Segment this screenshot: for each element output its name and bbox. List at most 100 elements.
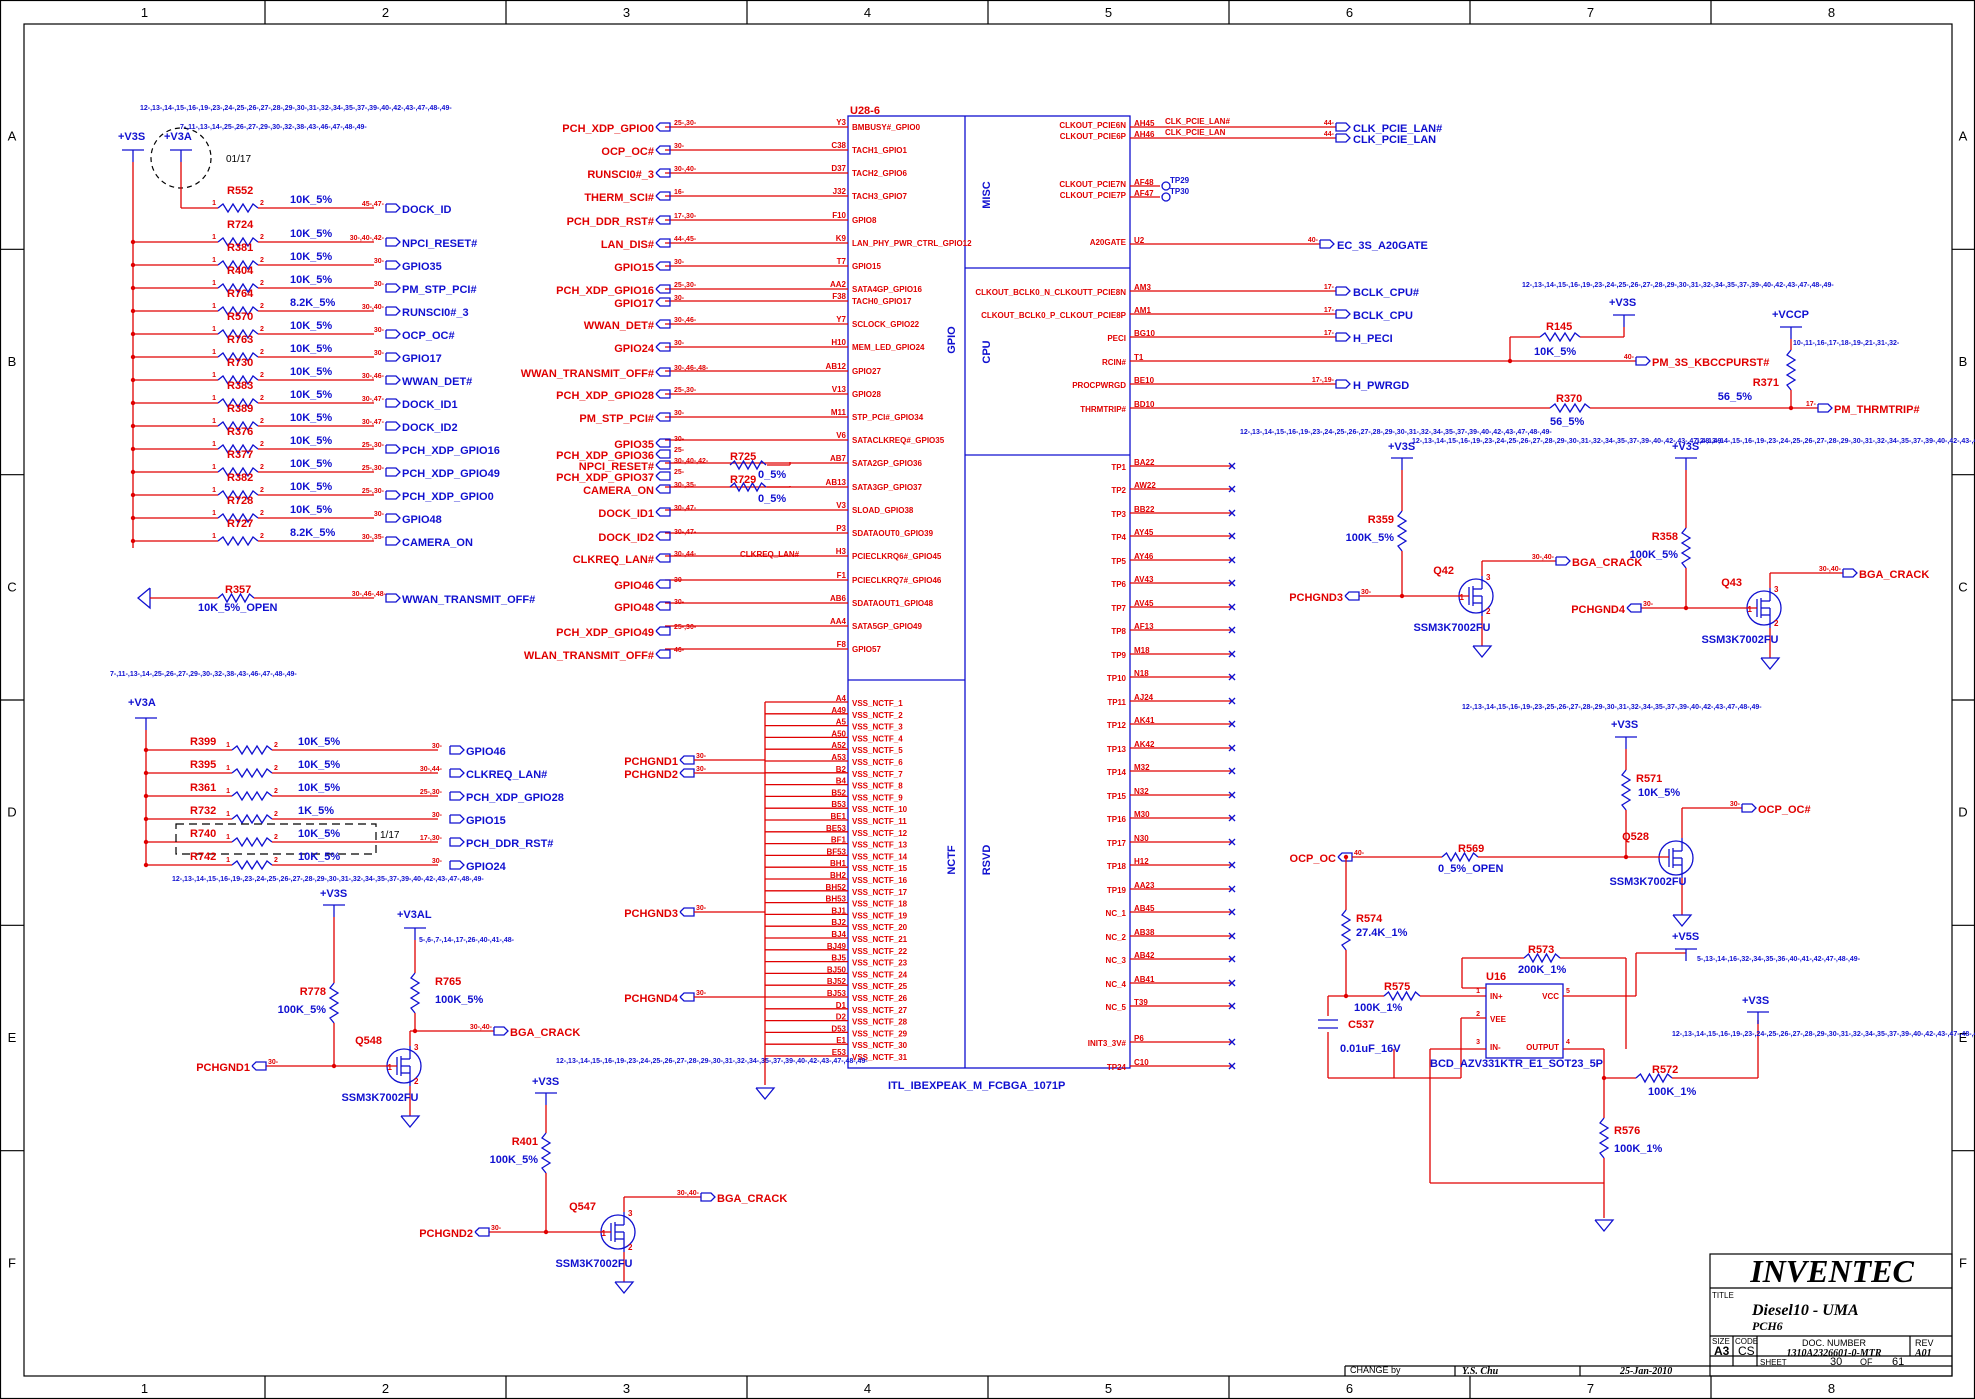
capacitor-value: 0.01uF_16V: [1340, 1043, 1401, 1055]
off-page-connector: [1626, 603, 1642, 613]
pin-name: NC_5: [1106, 1003, 1127, 1012]
net-label: PCH_XDP_GPIO0: [562, 123, 654, 135]
rev-value: A01: [1914, 1348, 1932, 1359]
net-label: CLK_PCIE_LAN#: [1353, 123, 1442, 135]
net-xref: 30-,40-: [1819, 566, 1842, 573]
resistor-value: 100K_5%: [490, 1154, 539, 1166]
resistor-ref: R573: [1528, 944, 1554, 956]
pin-name: TACH0_GPIO17: [852, 297, 912, 306]
pin-name: VSS_NCTF_15: [852, 864, 908, 873]
ic-part: ITL_IBEXPEAK_M_FCBGA_1071P: [888, 1080, 1065, 1092]
xref-list: 12-,13-,14-,15-,16-,19-,23-,24-,25-,26-,…: [172, 876, 484, 883]
pin-name: PCIECLKRQ6#_GPIO45: [852, 552, 942, 561]
off-page-connector: [655, 579, 671, 589]
pin-name: VSS_NCTF_1: [852, 699, 903, 708]
junction-dot: [130, 331, 136, 337]
resistor-ref: R395: [190, 759, 216, 771]
net-label: CLK_PCIE_LAN: [1353, 134, 1436, 146]
resistor-symbol: [217, 328, 259, 340]
pin-ball: AB41: [1134, 975, 1155, 984]
no-connect-mark: [1228, 767, 1236, 775]
net-label: WWAN_TRANSMIT_OFF#: [402, 594, 535, 606]
rail-label: +V3S: [320, 888, 347, 900]
pin-number: 1: [1476, 988, 1480, 995]
net-xref: 25-,30-: [674, 282, 697, 289]
xref-list: 12-,13-,14-,15-,16-,19-,23-,24-,25-,26-,…: [1696, 438, 1975, 445]
no-connect-mark: [1228, 814, 1236, 822]
off-page-connector: [1344, 591, 1360, 601]
pin-number: 2: [260, 418, 264, 425]
net-label: OCP_OC#: [402, 330, 455, 342]
pin-number: 1: [1460, 593, 1465, 602]
rail-label: +V3A: [164, 131, 192, 143]
resistor-value: 10K_5%: [290, 343, 332, 355]
pin-name: VSS_NCTF_2: [852, 711, 903, 720]
resistor-ref: R728: [227, 495, 253, 507]
off-page-connector: [655, 284, 671, 294]
no-connect-mark: [1228, 650, 1236, 658]
pin-ball: D37: [831, 164, 846, 173]
off-page-connector: [385, 260, 401, 270]
wire-label: CLK_PCIE_LAN#: [1165, 117, 1230, 126]
resistor-ref: R575: [1384, 981, 1410, 993]
net-xref: 30-: [674, 577, 685, 584]
pin-name: CLKOUT_PCIE7P: [1060, 191, 1127, 200]
of-label: OF: [1860, 1357, 1873, 1367]
resistor-ref: R730: [227, 357, 253, 369]
resistor-symbol: [217, 489, 259, 501]
resistor-ref: R727: [227, 518, 253, 530]
ground-symbol: [1594, 1219, 1615, 1233]
off-page-connector: [1335, 133, 1351, 143]
junction-dot: [143, 839, 149, 845]
net-label: CAMERA_ON: [402, 537, 473, 549]
net-xref: 30-,47-: [362, 396, 385, 403]
off-page-connector: [449, 814, 465, 824]
no-connect-mark: [1228, 556, 1236, 564]
test-point: [1161, 181, 1171, 191]
pin-number: 2: [628, 1243, 633, 1252]
resistor-value: 0_5%: [758, 469, 786, 481]
no-connect-mark: [1228, 1038, 1236, 1046]
off-page-connector: [1741, 803, 1757, 813]
off-page-connector: [679, 992, 695, 1002]
size-label: SIZE: [1712, 1337, 1730, 1346]
net-label: PCH_XDP_GPIO36: [556, 450, 654, 462]
resistor-symbol: [217, 282, 259, 294]
pin-ball: AM3: [1134, 283, 1151, 292]
pin-number: 1: [212, 234, 216, 241]
net-label: GPIO46: [466, 746, 506, 758]
net-label: GPIO17: [614, 298, 654, 310]
revision-mark: 1/17: [380, 830, 400, 841]
resistor-ref: R778: [300, 986, 326, 998]
resistor-symbol: [217, 305, 259, 317]
off-page-connector: [655, 367, 671, 377]
xref-list: 5-,13-,14-,16-,32-,34-,35-,36-,40-,41-,4…: [1697, 956, 1861, 963]
pin-name: CLKOUT_PCIE6P: [1060, 132, 1127, 141]
junction-dot: [1683, 605, 1689, 611]
change-date: 25-Jan-2010: [1619, 1366, 1672, 1377]
resistor-symbol: [217, 397, 259, 409]
pin-ball: F38: [832, 292, 846, 301]
resistor-value: 10K_5%_OPEN: [198, 602, 278, 614]
net-xref: 30-,46-,48-: [352, 591, 387, 598]
resistor-symbol: [217, 535, 259, 547]
resistor-value: 100K_1%: [1648, 1086, 1697, 1098]
net-label: PCH_DDR_RST#: [466, 838, 553, 850]
pin-name: VSS_NCTF_23: [852, 959, 908, 968]
pin-name: VSS_NCTF_10: [852, 805, 908, 814]
pin-name: VSS_NCTF_16: [852, 876, 908, 885]
section-nctf: NCTF: [946, 845, 958, 875]
pin-ball: P6: [1134, 1034, 1144, 1043]
net-xref: 30-,35-: [674, 482, 697, 489]
off-page-connector: [655, 412, 671, 422]
resistor-ref: R571: [1636, 773, 1662, 785]
pin-number: 4: [1566, 1039, 1570, 1046]
pin-ball: BJ2: [831, 918, 846, 927]
pin-name: SCLOCK_GPIO22: [852, 320, 920, 329]
net-label: PCH_XDP_GPIO28: [466, 792, 564, 804]
pin-ball: AH45: [1134, 119, 1155, 128]
pin-number: 3: [628, 1209, 633, 1218]
pin-number: 1: [212, 441, 216, 448]
junction-dot: [130, 285, 136, 291]
pin-name: VSS_NCTF_5: [852, 746, 903, 755]
